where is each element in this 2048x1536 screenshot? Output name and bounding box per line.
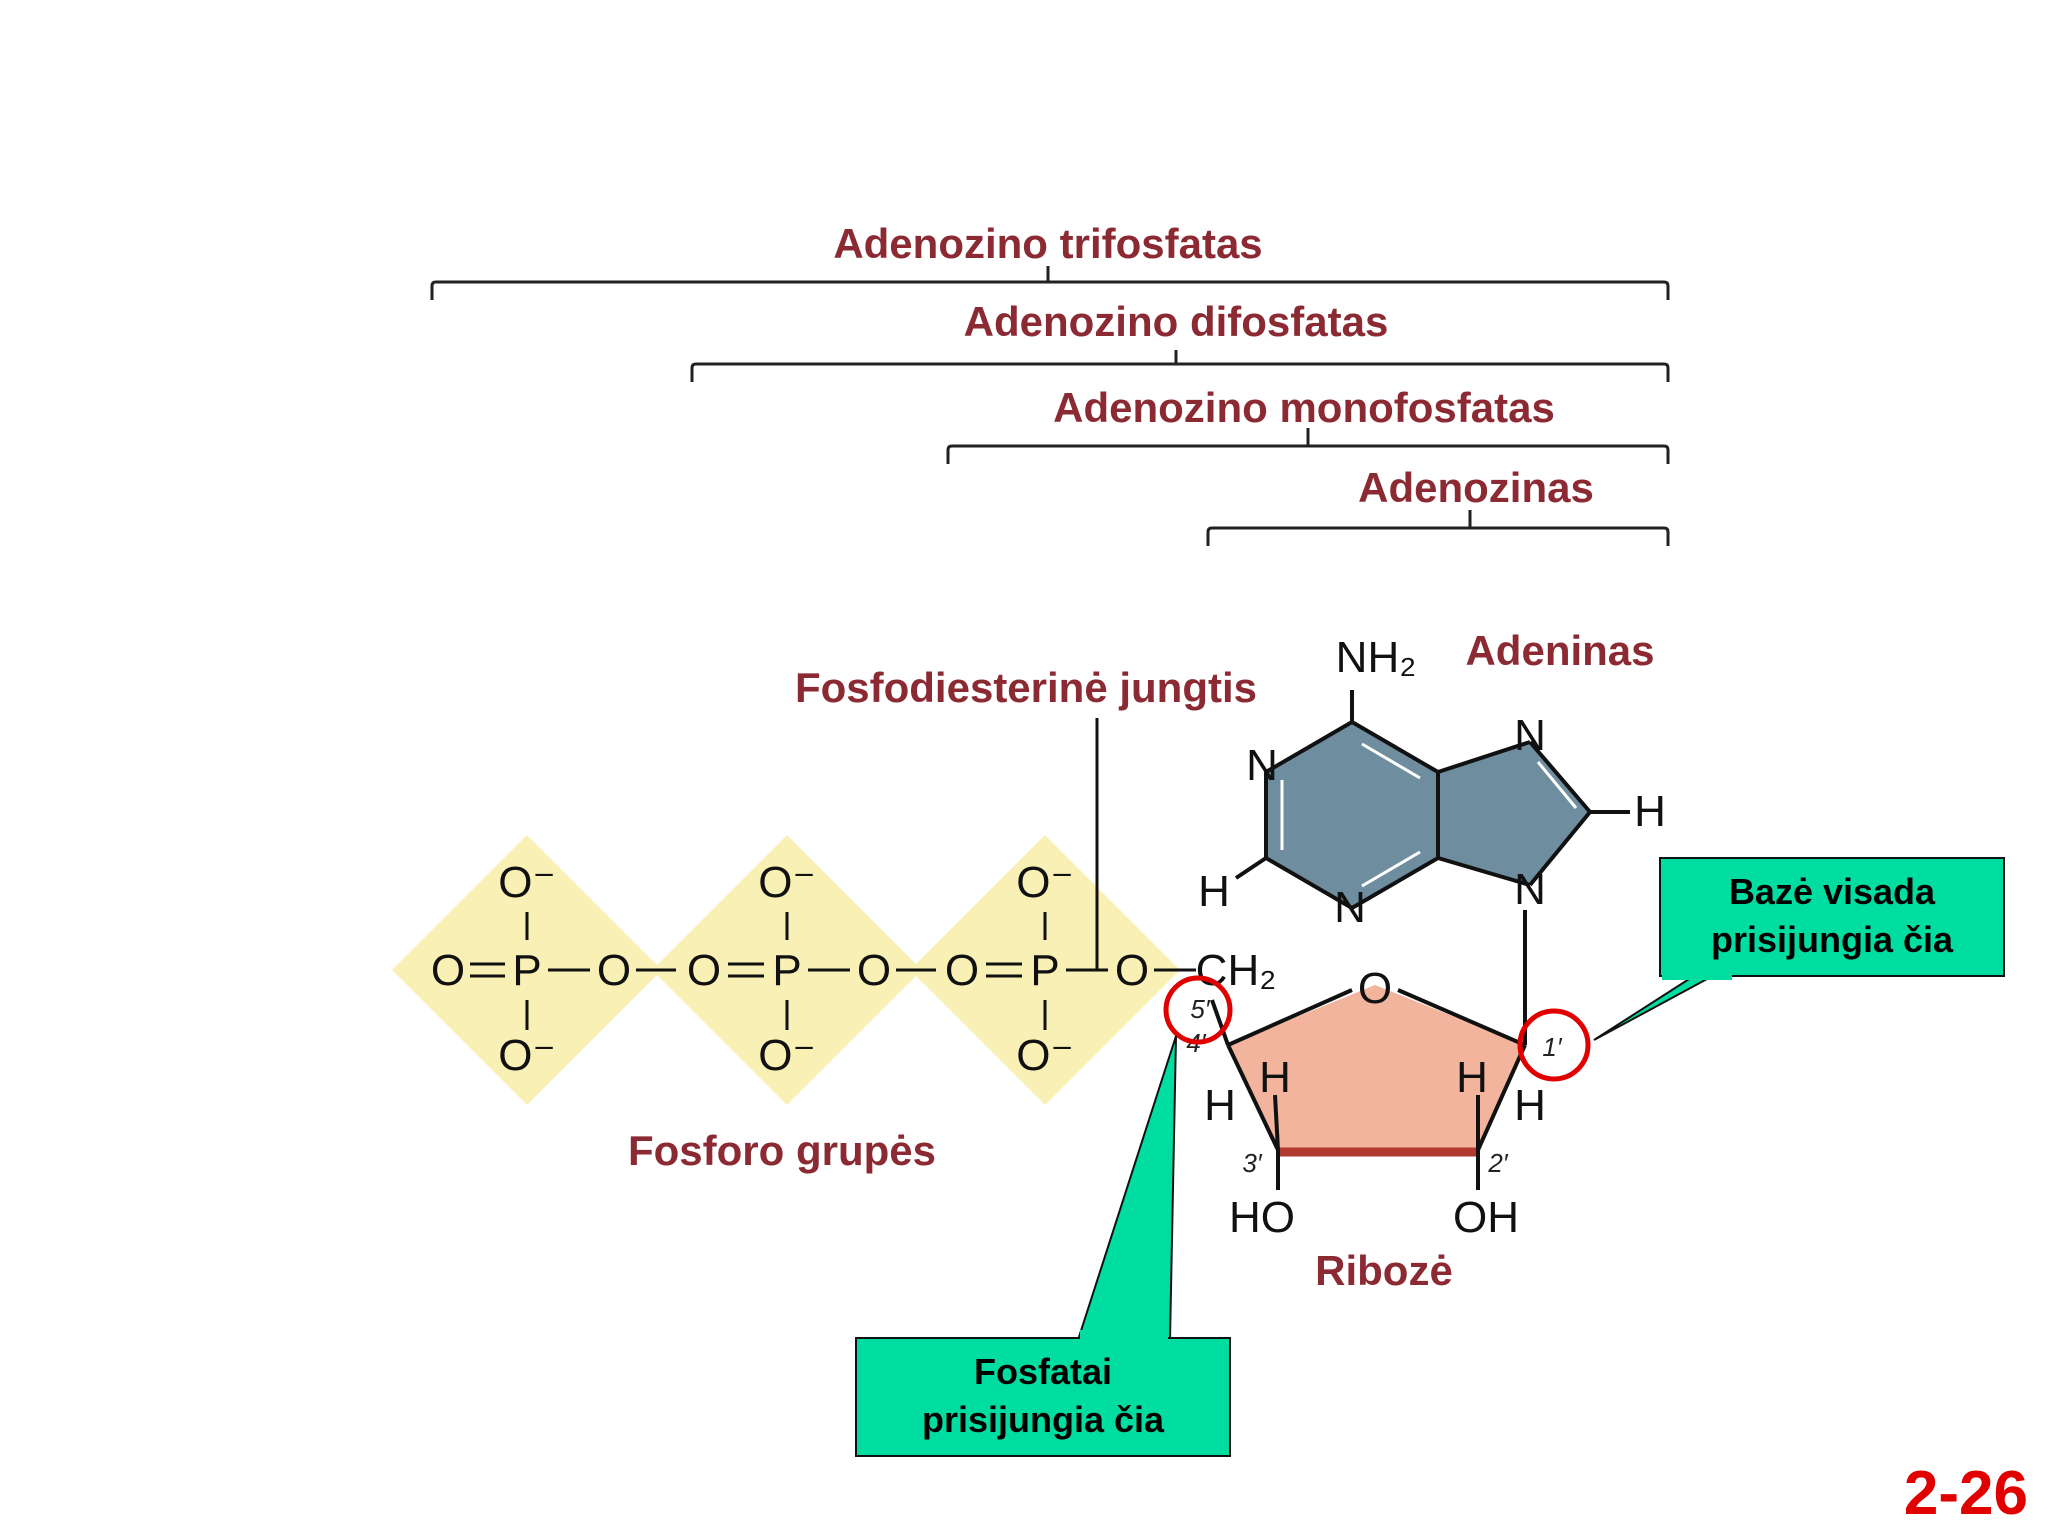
ch2-group: CH₂	[1196, 946, 1277, 995]
svg-text:H: H	[1514, 1081, 1546, 1130]
svg-text:O⁻: O⁻	[498, 858, 555, 907]
ribose-ring-oxygen: O	[1358, 964, 1392, 1013]
phosphate-group-1: O⁻ O P O O⁻	[431, 858, 676, 1080]
svg-text:P: P	[772, 946, 801, 995]
amp-bracket	[946, 428, 1670, 464]
svg-text:P: P	[512, 946, 541, 995]
phosphate-group-2: O⁻ O P O O⁻	[687, 858, 936, 1080]
svg-text:H: H	[1259, 1053, 1291, 1102]
svg-text:O: O	[857, 946, 891, 995]
amino-group: NH₂	[1336, 633, 1417, 682]
atp-bracket	[430, 266, 1670, 300]
svg-text:O⁻: O⁻	[758, 1031, 815, 1080]
svg-text:O: O	[687, 946, 721, 995]
svg-text:prisijungia čia: prisijungia čia	[1711, 919, 1954, 960]
svg-text:O⁻: O⁻	[758, 858, 815, 907]
ribose-ring	[1228, 985, 1525, 1150]
svg-text:O: O	[597, 946, 631, 995]
svg-text:Fosfatai: Fosfatai	[974, 1351, 1112, 1392]
phosphodiester-label: Fosfodiesterinė jungtis	[795, 664, 1257, 711]
svg-text:P: P	[1030, 946, 1059, 995]
phosphate-groups-label: Fosforo grupės	[628, 1127, 936, 1174]
svg-text:3′: 3′	[1242, 1148, 1262, 1178]
ribose-bonds	[1210, 910, 1527, 1190]
svg-text:O: O	[431, 946, 465, 995]
svg-text:H: H	[1198, 867, 1230, 916]
adp-label: Adenozino difosfatas	[964, 298, 1389, 345]
carbon-5-highlight	[1163, 975, 1233, 1045]
slide-number: 2-26	[1904, 1459, 2028, 1528]
adenine-label: Adeninas	[1465, 627, 1654, 674]
hydroxyl-2: OH	[1453, 1193, 1519, 1242]
atp-label: Adenozino trifosfatas	[833, 220, 1262, 267]
svg-text:H: H	[1634, 787, 1666, 836]
svg-text:O⁻: O⁻	[1016, 1031, 1073, 1080]
svg-text:5′: 5′	[1190, 994, 1210, 1024]
adenine-ring	[1266, 722, 1438, 908]
svg-text:N: N	[1514, 865, 1546, 914]
svg-text:2′: 2′	[1487, 1148, 1508, 1178]
svg-text:prisijungia čia: prisijungia čia	[922, 1399, 1165, 1440]
svg-text:H: H	[1204, 1081, 1236, 1130]
svg-text:O: O	[1115, 946, 1149, 995]
phosphate-group-3: O⁻ O P O O⁻	[945, 858, 1196, 1080]
svg-text:N: N	[1334, 883, 1366, 932]
svg-text:H: H	[1456, 1053, 1488, 1102]
base-callout: Bazė visada prisijungia čia	[1593, 857, 2005, 1041]
amp-label: Adenozino monofosfatas	[1053, 384, 1555, 431]
ribose-label: Ribozė	[1315, 1247, 1453, 1294]
adp-bracket	[690, 350, 1670, 382]
svg-text:N: N	[1246, 741, 1278, 790]
adenosine-bracket	[1206, 510, 1670, 546]
svg-text:1′: 1′	[1542, 1032, 1562, 1062]
phosphate-callout: Fosfatai prisijungia čia	[855, 1035, 1231, 1457]
svg-text:O⁻: O⁻	[498, 1031, 555, 1080]
adenosine-label: Adenozinas	[1358, 464, 1594, 511]
hydroxyl-3: HO	[1229, 1193, 1295, 1242]
svg-text:O⁻: O⁻	[1016, 858, 1073, 907]
carbon-1-highlight	[1517, 1008, 1591, 1082]
phosphate-diamonds	[392, 835, 1180, 1105]
svg-text:N: N	[1514, 711, 1546, 760]
svg-text:Bazė visada: Bazė visada	[1729, 871, 1936, 912]
adenine-bonds	[1234, 690, 1630, 910]
svg-text:O: O	[945, 946, 979, 995]
